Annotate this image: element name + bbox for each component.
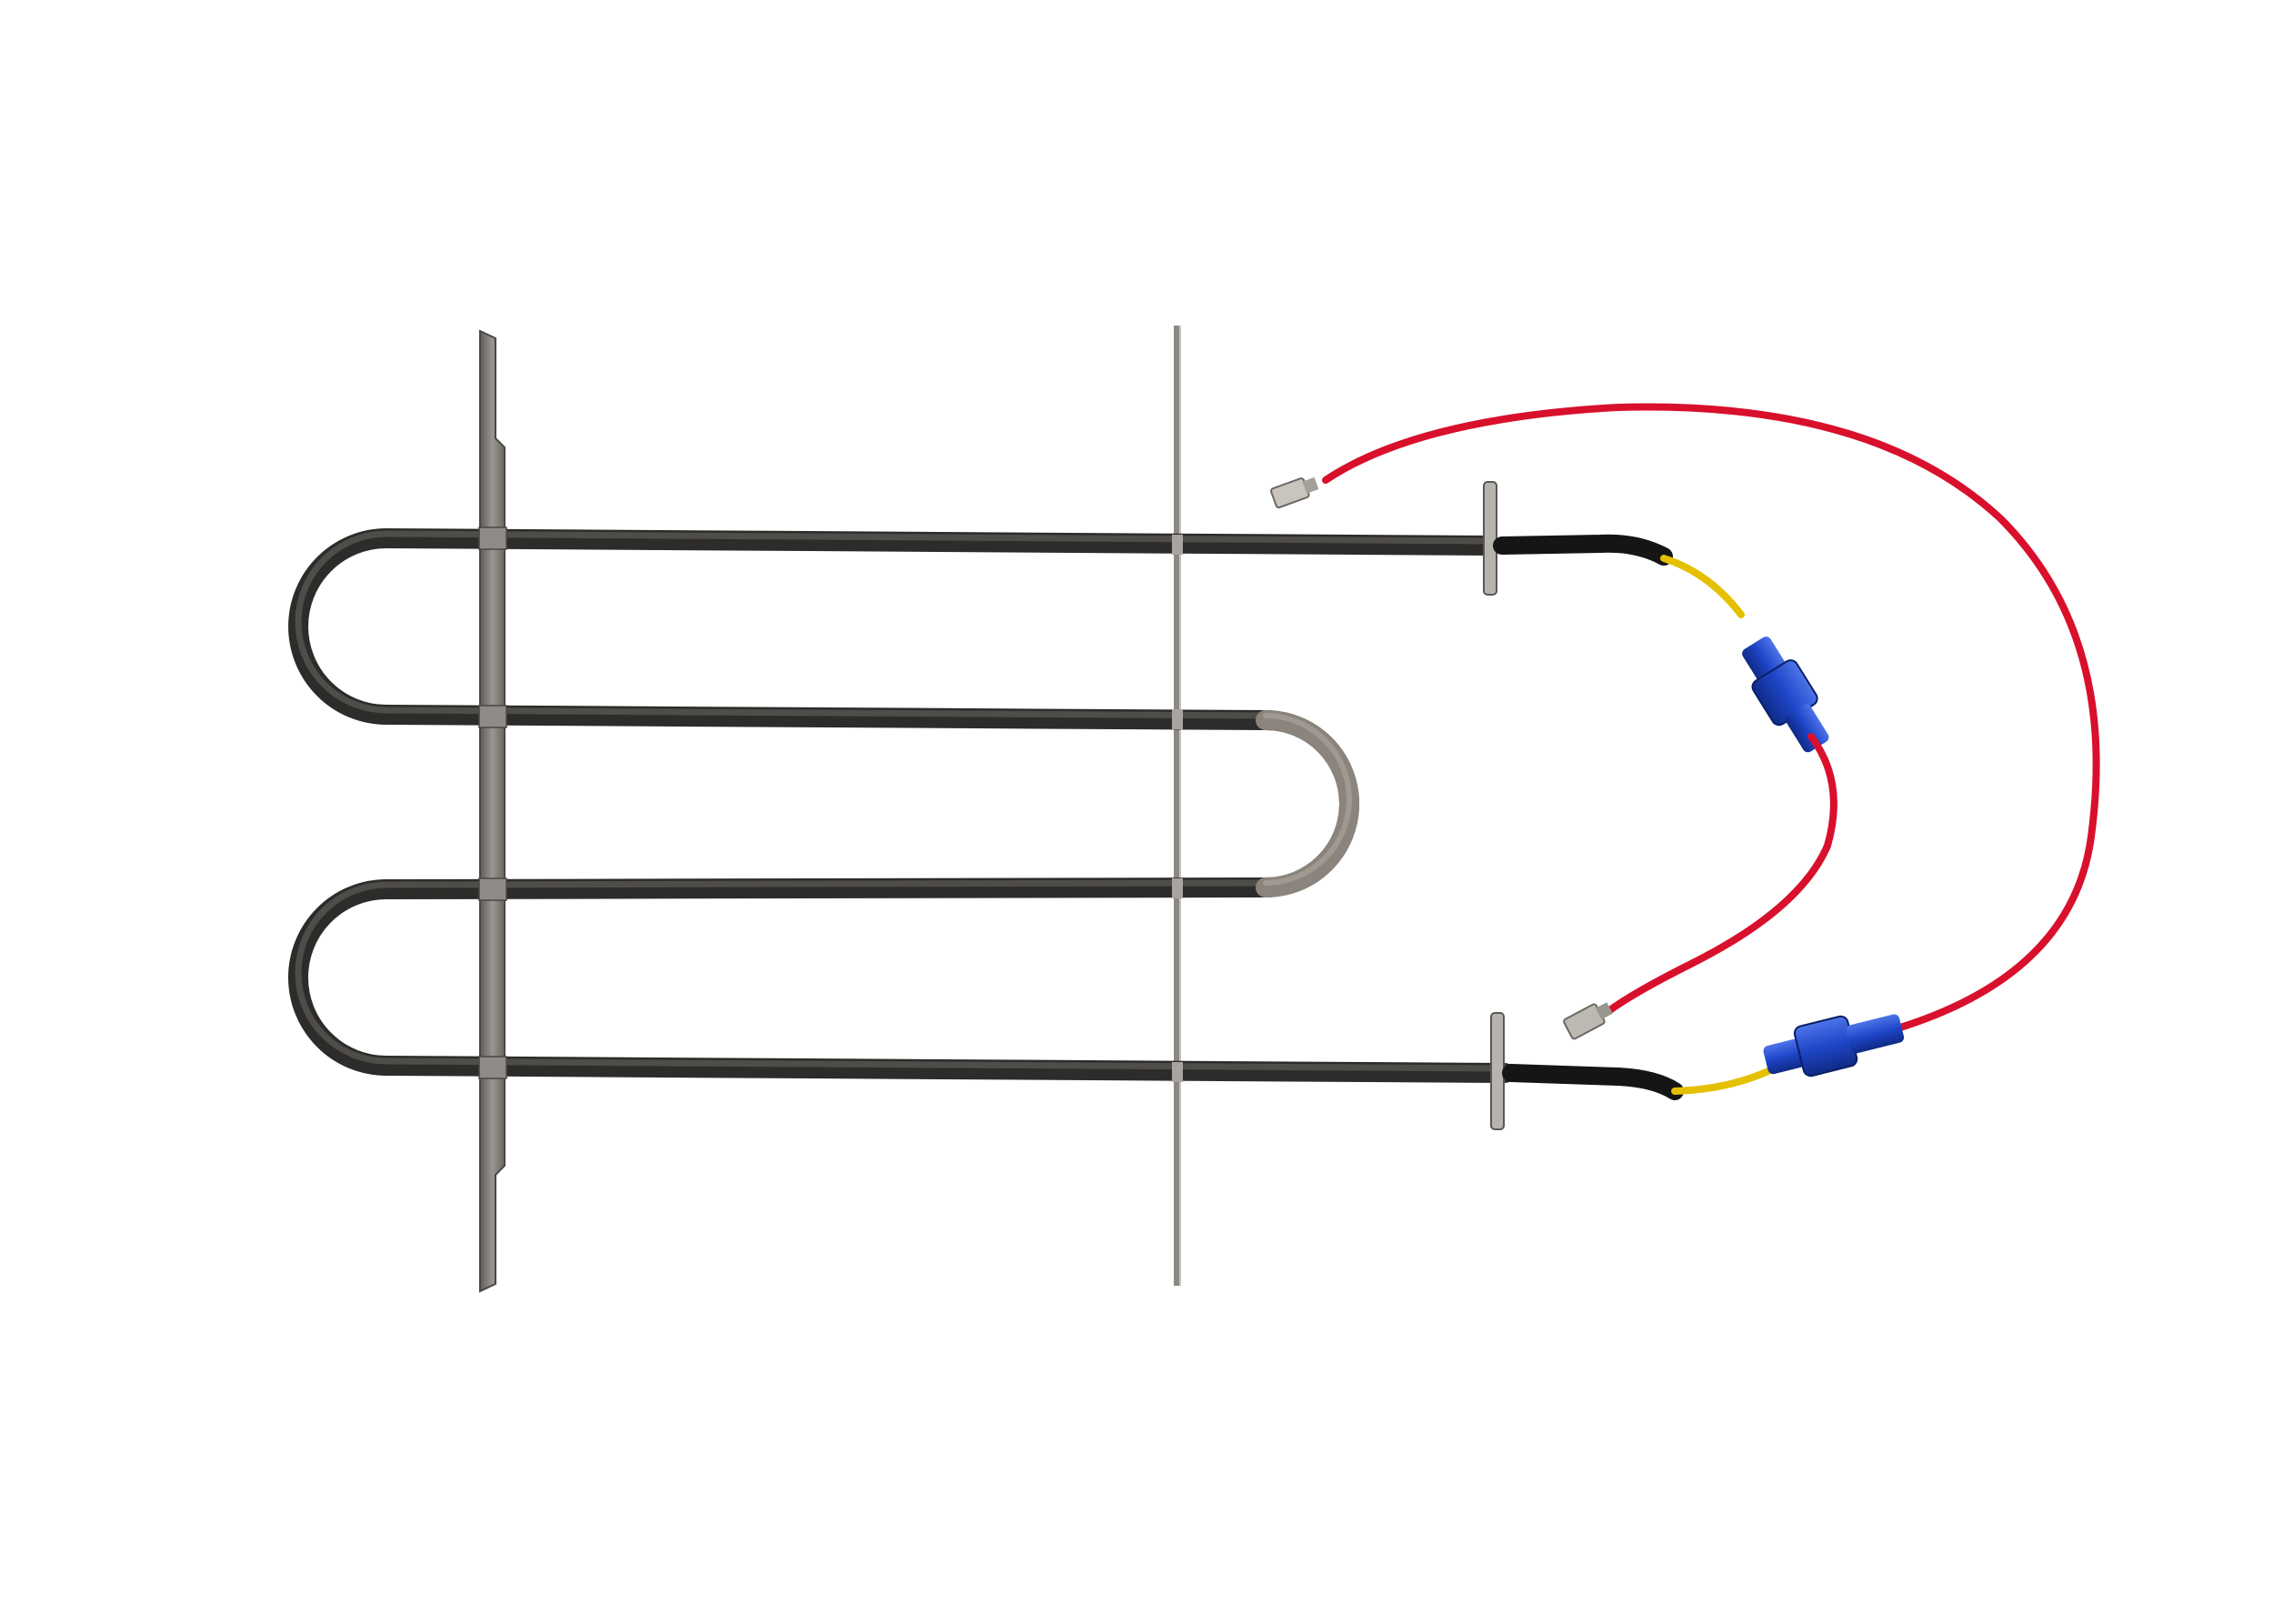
lower-yellow-wire — [1671, 1068, 1772, 1095]
bracket-clips — [478, 526, 1183, 1082]
upper-black-lead — [1493, 534, 1673, 566]
long-red-wire — [1322, 403, 2100, 1031]
short-red-wire — [1607, 733, 1837, 1013]
left-mounting-bracket — [479, 329, 506, 1293]
upper-yellow-wire — [1660, 555, 1745, 618]
lower-blue-connector — [1763, 1014, 1905, 1078]
lower-black-lead — [1502, 1064, 1684, 1100]
upper-terminal-washer — [1483, 481, 1497, 596]
upper-blue-connector — [1742, 637, 1829, 753]
lower-spade-terminal — [1563, 1002, 1613, 1040]
worn-bend — [1256, 710, 1359, 897]
right-mounting-rod — [1174, 326, 1181, 1286]
lower-terminal-washer — [1490, 1012, 1505, 1130]
upper-spade-terminal — [1270, 476, 1319, 509]
